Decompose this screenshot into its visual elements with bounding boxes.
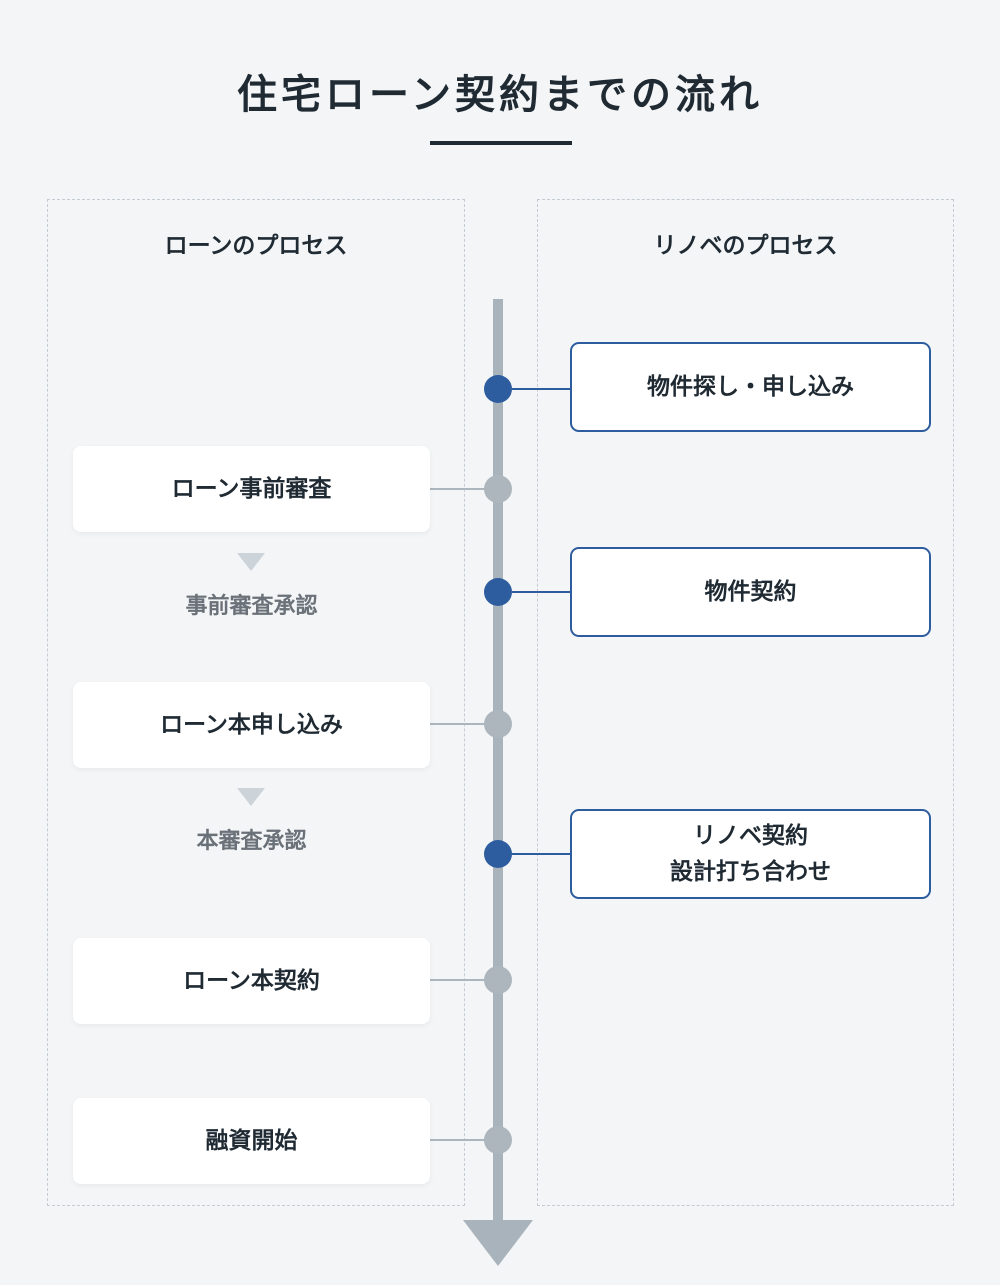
renovation-step-card: 物件探し・申し込み xyxy=(570,342,931,432)
renovation-step-card: 物件契約 xyxy=(570,547,931,637)
renovation-connector xyxy=(512,591,570,593)
timeline-arrow-down-icon xyxy=(463,1220,533,1266)
renovation-timeline-dot xyxy=(484,578,512,606)
renovation-timeline-dot xyxy=(484,375,512,403)
title-underline xyxy=(430,141,572,145)
loan-connector xyxy=(430,979,486,981)
renovation-step-label-line2: 設計打ち合わせ xyxy=(670,859,831,885)
loan-step-label: ローン本申し込み xyxy=(160,712,343,738)
loan-step-label: ローン事前審査 xyxy=(171,476,332,502)
page-title: 住宅ローン契約までの流れ xyxy=(237,72,763,118)
renovation-process-heading: リノベのプロセス xyxy=(653,233,838,259)
loan-step-label: 融資開始 xyxy=(205,1128,298,1154)
loan-process-column xyxy=(47,199,465,1206)
loan-step-card: ローン本申し込み xyxy=(73,682,430,768)
loan-connector xyxy=(430,723,486,725)
loan-approval-label: 事前審査承認 xyxy=(185,594,318,619)
arrow-down-icon xyxy=(237,553,265,571)
loan-step-card: 融資開始 xyxy=(73,1098,430,1184)
renovation-step-label: リノベ契約 xyxy=(693,823,808,849)
loan-approval-label: 本審査承認 xyxy=(196,829,307,854)
renovation-process-column xyxy=(537,199,954,1206)
loan-timeline-dot xyxy=(484,710,512,738)
loan-timeline-dot xyxy=(484,475,512,503)
loan-timeline-dot xyxy=(484,1126,512,1154)
loan-step-card: ローン事前審査 xyxy=(73,446,430,532)
timeline-axis xyxy=(493,299,503,1224)
renovation-connector xyxy=(512,388,570,390)
loan-connector xyxy=(430,1139,486,1141)
loan-step-card: ローン本契約 xyxy=(73,938,430,1024)
arrow-down-icon xyxy=(237,788,265,806)
loan-connector xyxy=(430,488,486,490)
renovation-step-card: リノベ契約 設計打ち合わせ xyxy=(570,809,931,899)
renovation-step-label: 物件探し・申し込み xyxy=(647,374,854,400)
loan-process-heading: ローンのプロセス xyxy=(164,233,348,259)
renovation-step-label: 物件契約 xyxy=(704,579,797,605)
loan-step-label: ローン本契約 xyxy=(183,968,320,994)
renovation-connector xyxy=(512,853,570,855)
renovation-timeline-dot xyxy=(484,840,512,868)
loan-timeline-dot xyxy=(484,966,512,994)
